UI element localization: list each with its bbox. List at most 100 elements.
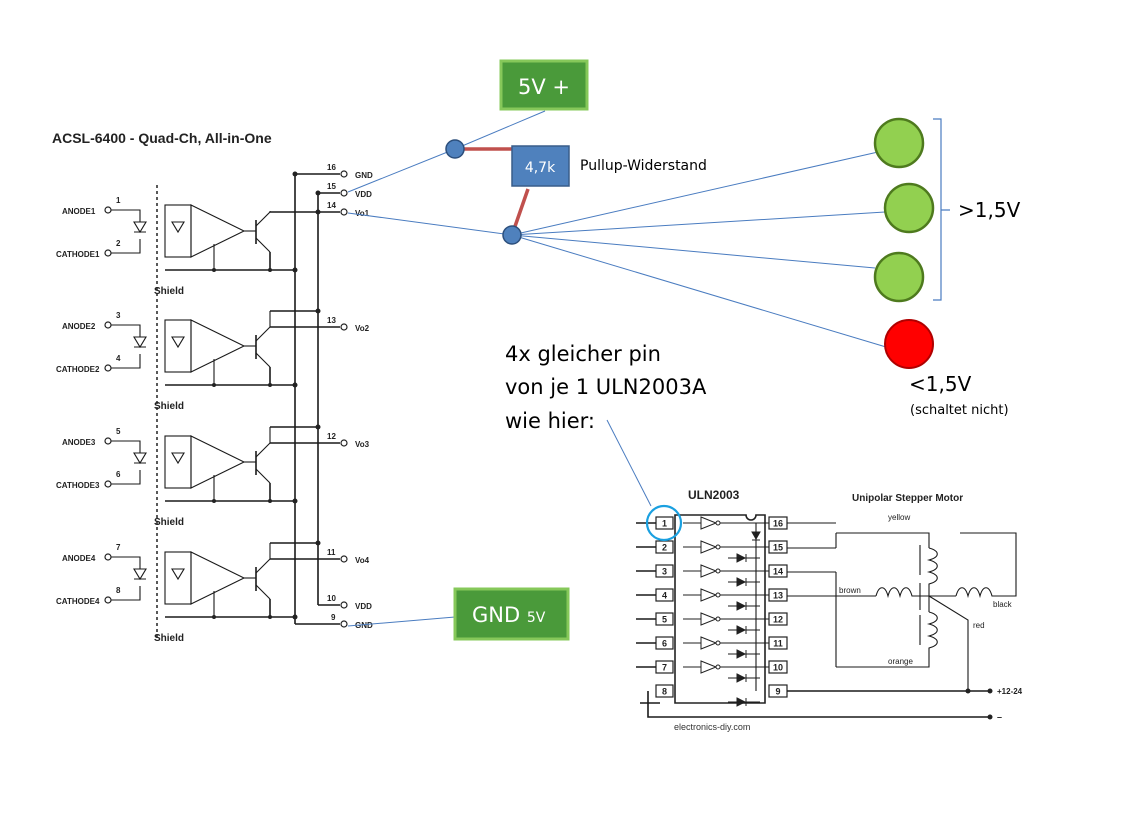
pin-number: 2 [116,239,121,248]
fanout-wire [511,234,887,348]
pin-number: 10 [327,594,336,603]
pin-number: 15 [327,182,336,191]
fanout-wire [511,151,879,236]
output-node [502,225,522,245]
uln-pin-number: 2 [662,543,667,553]
vo1-to-node-wire [347,212,513,236]
uln-pin-box [768,564,788,578]
uln-pin-number: 7 [662,663,667,673]
pin-number: 1 [116,196,121,205]
pin-number: 12 [327,432,336,441]
uln-pin-box [768,588,788,602]
uln-buffer-gate [683,636,718,650]
cathode-label: CATHODE4 [56,597,100,606]
uln-chip-body [674,514,766,704]
uln-inverter-bubble [715,640,721,646]
gnd-5v-box: GND 5V [453,587,570,641]
uln-inverter-bubble [715,568,721,574]
anode-label: ANODE3 [62,438,96,447]
acsl-channel-2: ANODE2 CATHODE2 3 4 13 Vo2 [56,308,370,412]
uln-pin-number: 4 [662,591,667,601]
uln-buffer-gate [683,516,718,530]
indicators: >1,5V <1,5V (schaltet nicht) [873,117,1021,418]
5v-plus-box: 5V + [499,59,589,111]
acsl-channel-3: ANODE3 CATHODE3 5 6 12 Vo3 [56,424,370,528]
uln-pin-number: 8 [662,687,667,697]
pin-vo-2 [340,323,348,331]
low-label: <1,5V [909,372,972,396]
pullup-label: Pullup-Widerstand [580,158,707,174]
anode-label: ANODE4 [62,554,96,563]
uln-pin-number: 1 [662,519,667,529]
uln-pin-box [768,612,788,626]
pin-label: Vo2 [355,324,370,333]
uln-pin-number: 9 [775,687,780,697]
uln-pin-number: 16 [773,519,783,529]
pin-vo-1 [340,208,348,216]
uln-title: ULN2003 [688,488,740,502]
uln-inverter-bubble [715,664,721,670]
uln-pin-number: 13 [773,591,783,601]
shield-label: Shield [154,286,184,297]
acsl-channel-1: ANODE1 CATHODE1 1 2 14 Vo1 Shie [56,196,370,297]
pin-label: GND [355,621,373,630]
uln-buffer-gate [683,564,718,578]
note-line-1: 4x gleicher pin [505,342,661,366]
pin-number: 5 [116,427,121,436]
pin1-highlight-circle [645,504,683,542]
acsl-channel-4: ANODE4 CATHODE4 7 8 11 Vo4 [56,540,370,644]
pin-label: GND [355,171,373,180]
uln-credit: electronics-diy.com [674,722,750,732]
supply-plus-label: +12-24 [997,687,1023,696]
wire-label-brown: brown [839,586,861,595]
shield-label: Shield [154,517,184,528]
motor-title: Unipolar Stepper Motor [852,493,963,504]
indicator-high [873,251,925,303]
acsl-6400-schematic: ACSL-6400 - Quad-Ch, All-in-One 16 GND 1… [52,130,373,644]
resistor-box: 4,7k [511,145,570,187]
pin-number: 4 [116,354,121,363]
pin-number: 9 [331,613,336,622]
uln-pin-number: 3 [662,567,667,577]
uln-pin-number: 10 [773,663,783,673]
cathode-label: CATHODE1 [56,250,100,259]
5v-label: 5V + [518,75,570,99]
uln-pin-number: 14 [773,567,783,577]
uln-pin-box [768,636,788,650]
resistor-label: 4,7k [525,160,556,176]
wire-label-yellow: yellow [888,513,910,522]
pin-number: 16 [327,163,336,172]
pin-gnd-top [340,170,348,178]
wire-label-red: red [973,621,985,630]
wire-label-orange: orange [888,657,913,666]
fanout-wire [511,211,886,236]
uln-pin-number: 6 [662,639,667,649]
vdd-to-5v-wire [347,148,456,193]
shield-label: Shield [154,633,184,644]
annotation-wires [347,110,887,627]
acsl-title: ACSL-6400 - Quad-Ch, All-in-One [52,130,272,146]
low-note: (schaltet nicht) [910,403,1009,418]
gnd-label: GND 5V [472,603,546,627]
5v-node-to-box-wire [454,110,546,150]
uln-pin-box [655,684,674,698]
pin-number: 13 [327,316,336,325]
uln-buffer-gate [683,612,718,626]
uln-pin-number: 11 [773,639,783,649]
pin-vo-3 [340,439,348,447]
uln-pin-box [768,660,788,674]
high-label: >1,5V [958,198,1021,222]
pin-vo-4 [340,555,348,563]
anode-label: ANODE1 [62,207,96,216]
uln-pin-number: 15 [773,543,783,553]
pin-label: VDD [355,190,372,199]
note-callout [606,419,652,507]
cathode-label: CATHODE2 [56,365,100,374]
gnd-main-label: GND [472,603,520,627]
note-block: 4x gleicher pin von je 1 ULN2003A wie hi… [505,342,707,507]
pin-label: VDD [355,602,372,611]
note-line-3: wie hier: [505,409,595,433]
uln-inverter-bubble [715,520,721,526]
note-line-2: von je 1 ULN2003A [505,375,707,399]
pin-label: Vo1 [355,209,370,218]
